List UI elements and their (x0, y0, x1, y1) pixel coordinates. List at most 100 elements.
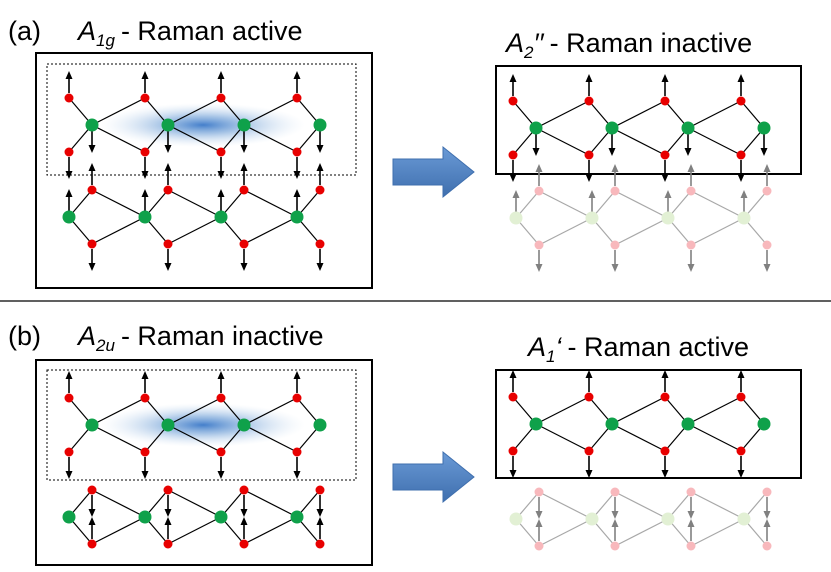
panel-b-top-layer-outline (46, 369, 357, 481)
metal-atom (214, 510, 228, 524)
bond (167, 189, 222, 218)
metal-atom (585, 211, 599, 225)
chalcogen-atom (610, 240, 620, 250)
metal-atom (529, 121, 543, 135)
bond (91, 189, 146, 218)
bond (91, 97, 146, 126)
metal-atom (681, 417, 695, 431)
chalcogen-atom (140, 93, 150, 103)
bond (614, 491, 669, 520)
chalcogen-atom (508, 96, 518, 106)
bond (243, 189, 298, 218)
panel-a-right-frame (495, 65, 802, 175)
chalcogen-atom (216, 393, 226, 403)
chalcogen-atom (736, 150, 746, 160)
chalcogen-atom (163, 239, 173, 249)
metal-atom (214, 210, 228, 224)
chalcogen-atom (660, 392, 670, 402)
bond (91, 397, 146, 426)
chalcogen-atom (762, 186, 772, 196)
bond (91, 489, 146, 518)
metal-atom (661, 512, 675, 526)
chalcogen-atom (686, 186, 696, 196)
bond (611, 100, 666, 129)
chalcogen-atom (686, 240, 696, 250)
chalcogen-atom (610, 541, 620, 551)
panel-a-right-layer (508, 74, 771, 182)
bond (538, 190, 593, 219)
chalcogen-atom (508, 150, 518, 160)
bond (538, 217, 593, 246)
metal-atom (161, 118, 175, 132)
metal-atom (509, 512, 523, 526)
panel-a-top-layer (64, 71, 327, 179)
description: - Raman inactive (121, 321, 324, 351)
bond (535, 396, 590, 425)
symbol: A (76, 16, 96, 46)
chalcogen-atom (534, 541, 544, 551)
panel-b-tag: (b) (8, 321, 41, 351)
bond (243, 489, 298, 518)
chalcogen-atom (584, 150, 594, 160)
subscript: 2u (95, 336, 115, 355)
description: - Raman active (567, 332, 749, 362)
chalcogen-atom (292, 93, 302, 103)
chalcogen-atom (163, 539, 173, 549)
transition-arrow-b (392, 450, 475, 504)
bond (91, 124, 146, 153)
symbol: A (526, 332, 546, 362)
bond (243, 424, 298, 453)
bond (687, 127, 742, 156)
metal-atom (313, 118, 327, 132)
chalcogen-atom (87, 185, 97, 195)
chalcogen-atom (534, 186, 544, 196)
interlayer-interaction-glow (101, 403, 305, 447)
subscript: 1 (546, 347, 555, 366)
metal-atom (681, 121, 695, 135)
bond (538, 491, 593, 520)
panel-a-right-title: A2′′- Raman inactive (504, 28, 752, 62)
bond (167, 397, 222, 426)
metal-atom (237, 118, 251, 132)
bond (687, 396, 742, 425)
subscript: 1g (96, 31, 115, 50)
chalcogen-atom (216, 147, 226, 157)
metal-atom (605, 121, 619, 135)
metal-atom (737, 512, 751, 526)
superscript: ′′ (533, 28, 544, 58)
chalcogen-atom (660, 150, 670, 160)
bond (91, 516, 146, 545)
chalcogen-atom (686, 541, 696, 551)
chalcogen-atom (508, 392, 518, 402)
chalcogen-atom (736, 392, 746, 402)
chalcogen-atom (64, 393, 74, 403)
bond (690, 190, 745, 219)
chalcogen-atom (64, 147, 74, 157)
metal-atom (737, 211, 751, 225)
panel-a-bottom-layer (62, 163, 325, 271)
bond (614, 190, 669, 219)
metal-atom (509, 211, 523, 225)
chalcogen-atom (508, 446, 518, 456)
panel-a-right-faded-layer (509, 164, 772, 272)
bond (535, 100, 590, 129)
panel-b-left-title: A2u- Raman inactive (76, 321, 324, 355)
bond (538, 518, 593, 547)
metal-atom (237, 418, 251, 432)
bond (167, 516, 222, 545)
metal-atom (757, 121, 771, 135)
metal-atom (313, 418, 327, 432)
chalcogen-atom (239, 185, 249, 195)
metal-atom (605, 417, 619, 431)
chalcogen-atom (292, 147, 302, 157)
chalcogen-atom (64, 447, 74, 457)
bond (243, 397, 298, 426)
bond (614, 518, 669, 547)
chalcogen-atom (239, 485, 249, 495)
bond (167, 489, 222, 518)
bond (243, 124, 298, 153)
bond (690, 217, 745, 246)
interlayer-interaction-glow (101, 103, 305, 147)
chalcogen-atom (686, 487, 696, 497)
bond (91, 424, 146, 453)
